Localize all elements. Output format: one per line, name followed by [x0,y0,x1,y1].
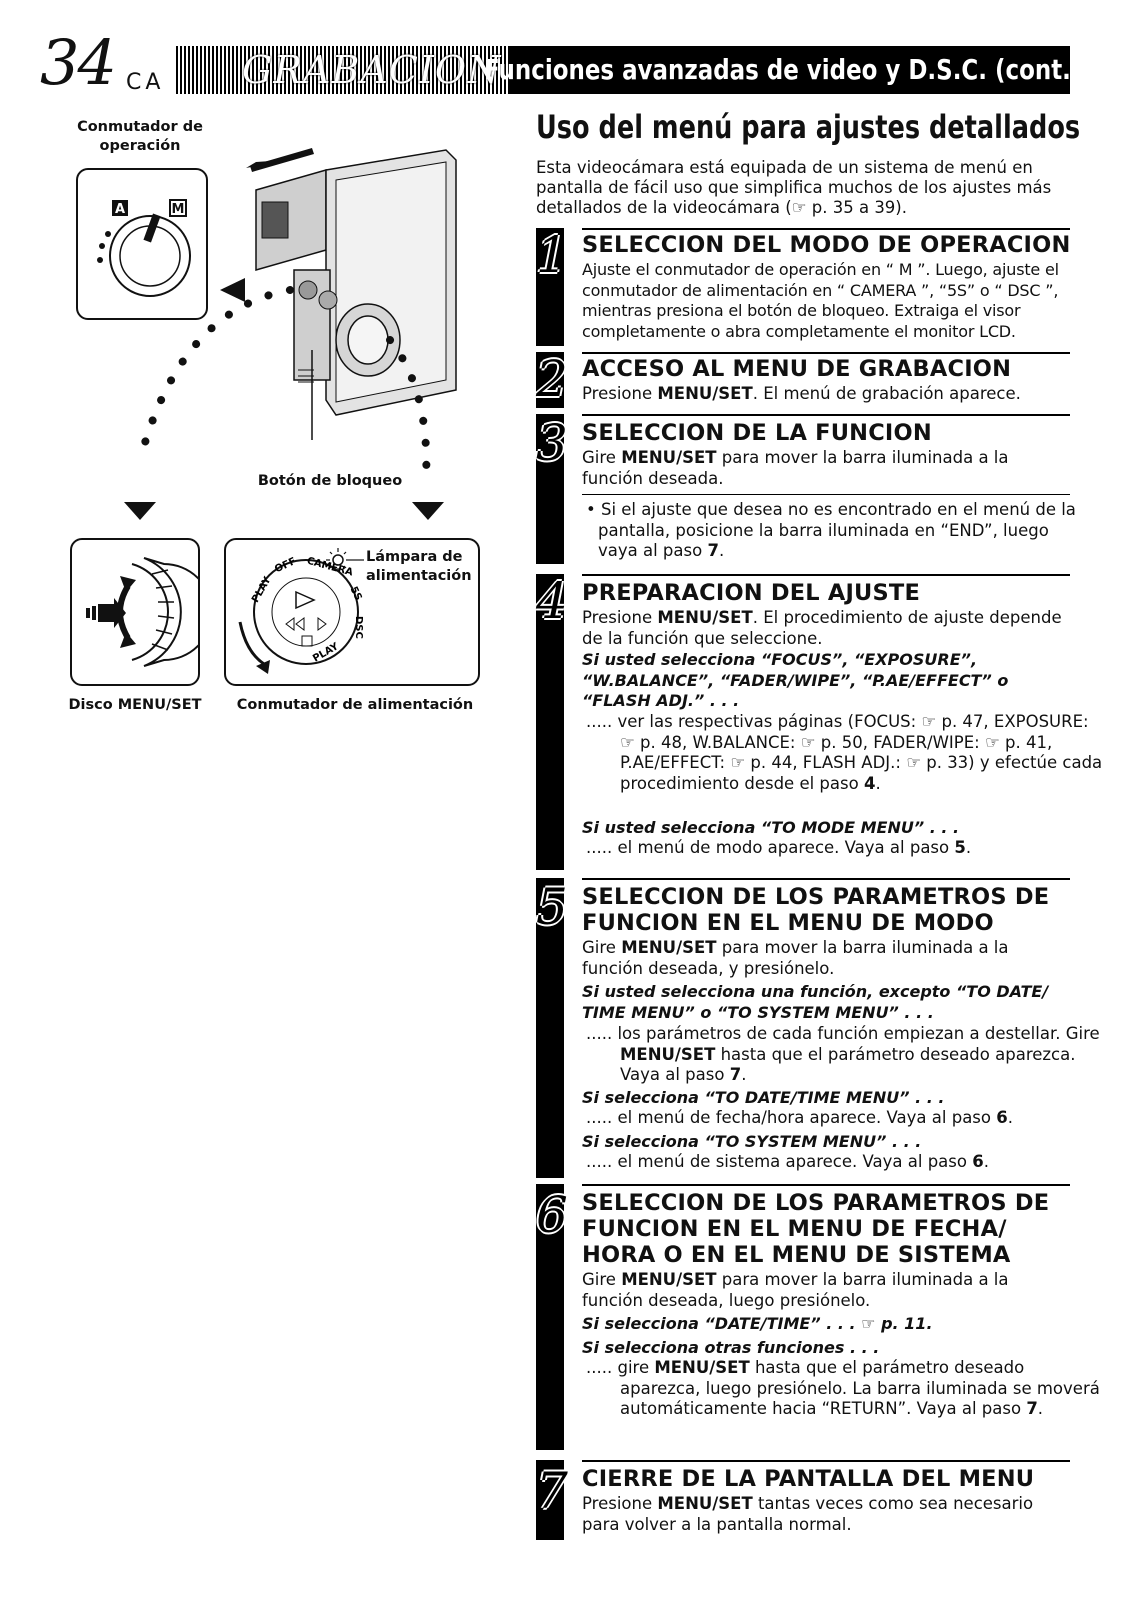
step-4-condition-1: Si usted selecciona “FOCUS”, “EXPOSURE”,… [582,650,1009,710]
step-rule-6 [582,1184,1070,1186]
menu-dial-figure [70,538,213,686]
step-rule-3 [582,414,1070,416]
mode-switch-illustration: A M [97,199,191,297]
power-label-5s: 5S [348,585,364,602]
step-4-result-2: ..... el menú de modo aparece. Vaya al p… [586,838,972,857]
step-rule-5 [582,878,1070,880]
step-3-note-rule [582,494,1070,495]
step-4-condition-2: Si usted selecciona “TO MODE MENU” . . . [582,818,960,837]
step-5-condition-3: Si selecciona “TO SYSTEM MENU” . . . [582,1132,922,1151]
step-6-heading-line-2: FUNCION EN EL MENU DE FECHA/ [582,1216,1007,1242]
step-4-body: Presione MENU/SET. El procedimiento de a… [582,608,1062,648]
camera-illustration [246,148,457,440]
step-bar-2 [536,352,564,408]
power-label-dsc: DSC [353,616,364,639]
step-4-result-1: ..... ver las respectivas páginas (FOCUS… [586,712,1103,793]
step-7-heading: CIERRE DE LA PANTALLA DEL MENU [582,1466,1035,1492]
mode-m-label: M [172,202,185,217]
step-3-heading: SELECCION DE LA FUNCION [582,420,932,446]
step-1-body: Ajuste el conmutador de operación en “ M… [582,260,1059,341]
step-number-2: 2 [536,350,568,408]
step-bar-3 [536,414,564,564]
step-5-result-3: ..... el menú de sistema aparece. Vaya a… [586,1152,989,1171]
chapter-subtitle: Funciones avanzadas de video y D.S.C. (c… [484,53,1082,86]
caption-lock-button: Botón de bloqueo [257,473,403,489]
step-rule-2 [582,352,1070,354]
mode-a-label: A [115,202,125,217]
step-6-condition-1: Si selecciona “DATE/TIME” . . . ☞ p. 11. [582,1314,933,1333]
step-5-result-2: ..... el menú de fecha/hora aparece. Vay… [586,1108,1013,1127]
mode-switch-figure: A M [76,168,208,320]
step-bar-5 [536,878,564,1178]
step-2-heading: ACCESO AL MENU DE GRABACION [582,356,1012,382]
step-1-heading: SELECCION DEL MODO DE OPERACION [582,232,1071,258]
step-number-4: 4 [536,572,568,630]
step-number-7: 7 [536,1462,568,1520]
power-switch-figure: PLAY OFF CAMERA 5S DSC PLAY [224,538,480,686]
step-5-heading-line-1: SELECCION DE LOS PARAMETROS DE [582,884,1050,910]
step-5-body: Gire MENU/SET para mover la barra ilumin… [582,938,1009,978]
step-bar-1 [536,228,564,346]
step-6-heading-line-3: HORA O EN EL MENU DE SISTEMA [582,1242,1011,1268]
step-6-body: Gire MENU/SET para mover la barra ilumin… [582,1270,1009,1310]
step-5-result-1: ..... los parámetros de cada función emp… [586,1024,1100,1084]
step-bar-7 [536,1460,564,1540]
caption-power-lamp: Lámpara de alimentación [366,549,472,584]
step-rule-1 [582,228,1070,230]
caption-power-switch: Conmutador de alimentación [236,697,474,713]
title-band [176,46,1070,94]
step-3-body: Gire MENU/SET para mover la barra ilumin… [582,448,1009,488]
step-3-note: • Si el ajuste que desea no es encontrad… [586,500,1076,560]
step-5-condition-1: Si usted selecciona una función, excepto… [582,982,1049,1022]
section-title: Uso del menú para ajustes detallados [536,108,1081,146]
step-number-6: 6 [536,1186,568,1244]
step-rule-7 [582,1460,1070,1462]
step-7-body: Presione MENU/SET tantas veces como sea … [582,1494,1034,1534]
step-rule-4 [582,574,1070,576]
step-5-heading-line-2: FUNCION EN EL MENU DE MODO [582,910,994,936]
step-2-body: Presione MENU/SET. El menú de grabación … [582,384,1021,403]
intro-text: Esta videocámara está equipada de un sis… [536,158,1052,217]
step-number-3: 3 [536,414,568,472]
page-number: 34 [40,26,117,99]
step-6-condition-2: Si selecciona otras funciones . . . [582,1338,880,1357]
power-switch-illustration: PLAY OFF CAMERA 5S DSC PLAY [238,548,364,674]
menu-dial-illustration [86,557,213,667]
step-number-5: 5 [536,878,568,936]
step-4-heading: PREPARACION DEL AJUSTE [582,580,921,606]
step-5-condition-2: Si selecciona “TO DATE/TIME MENU” . . . [582,1088,945,1107]
arrow-guides [124,278,444,520]
step-bar-6 [536,1184,564,1450]
step-bar-4 [536,574,564,870]
language-code: CA [126,70,165,95]
caption-menu-dial: Disco MENU/SET [68,697,202,713]
caption-mode-switch: Conmutador de operación [77,119,203,154]
step-6-heading-line-1: SELECCION DE LOS PARAMETROS DE [582,1190,1050,1216]
step-6-result: ..... gire MENU/SET hasta que el parámet… [586,1358,1100,1418]
step-number-1: 1 [536,226,568,284]
chapter-title: GRABACION [242,48,502,92]
